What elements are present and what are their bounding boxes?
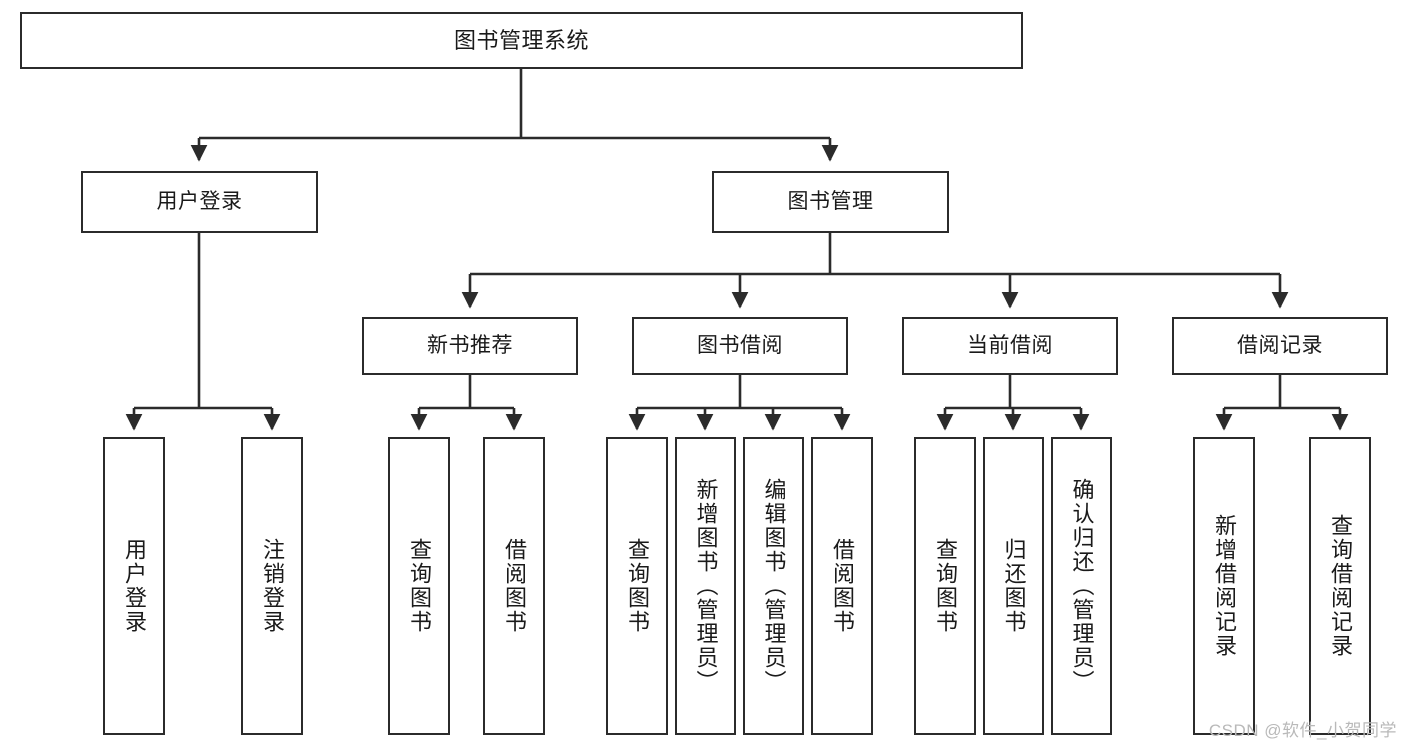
node-book-borrow[interactable]: 图书借阅 [632,317,848,375]
node-label: 确认归还（管理员） [1069,478,1095,694]
node-label: 新增借阅记录 [1211,514,1237,658]
leaf-borrow-book-recommend[interactable]: 借阅图书 [483,437,545,735]
csdn-watermark: CSDN @软件_小贺同学 [1208,721,1397,740]
node-label: 图书管理系统 [453,27,589,53]
leaf-confirm-return[interactable]: 确认归还（管理员） [1051,437,1112,735]
node-new-book-recommend[interactable]: 新书推荐 [362,317,578,375]
leaf-query-book-borrow[interactable]: 查询图书 [606,437,668,735]
node-borrow-record[interactable]: 借阅记录 [1172,317,1388,375]
node-root-system[interactable]: 图书管理系统 [20,12,1023,69]
node-label: 借阅图书 [829,538,855,634]
node-label: 图书管理 [787,189,874,213]
node-label: 查询图书 [624,538,650,634]
node-label: 编辑图书（管理员） [761,478,787,694]
leaf-query-book-recommend[interactable]: 查询图书 [388,437,450,735]
node-label: 当前借阅 [967,333,1053,357]
leaf-logout-login[interactable]: 注销登录 [241,437,303,735]
node-label: 查询图书 [932,538,958,634]
leaf-borrow-book[interactable]: 借阅图书 [811,437,873,735]
node-label: 借阅记录 [1237,333,1323,357]
node-book-management[interactable]: 图书管理 [712,171,949,233]
node-label: 查询图书 [406,538,432,634]
leaf-query-borrow-record[interactable]: 查询借阅记录 [1309,437,1371,735]
leaf-add-borrow-record[interactable]: 新增借阅记录 [1193,437,1255,735]
leaf-query-book-current[interactable]: 查询图书 [914,437,976,735]
node-label: 用户登录 [156,189,243,213]
node-label: 归还图书 [1001,538,1027,634]
node-label: 新增图书（管理员） [693,478,719,694]
node-user-login[interactable]: 用户登录 [81,171,318,233]
leaf-return-book[interactable]: 归还图书 [983,437,1044,735]
node-label: 用户登录 [121,538,147,634]
node-label: 借阅图书 [501,538,527,634]
node-label: 新书推荐 [427,333,513,357]
node-current-borrow[interactable]: 当前借阅 [902,317,1118,375]
leaf-edit-book[interactable]: 编辑图书（管理员） [743,437,804,735]
node-label: 查询借阅记录 [1327,514,1353,658]
leaf-add-book[interactable]: 新增图书（管理员） [675,437,736,735]
node-label: 图书借阅 [697,333,783,357]
leaf-user-login[interactable]: 用户登录 [103,437,165,735]
node-label: 注销登录 [259,538,285,634]
